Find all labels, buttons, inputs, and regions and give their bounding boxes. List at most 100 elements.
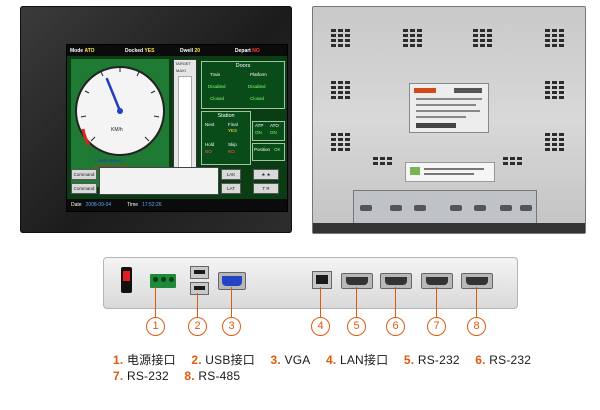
position-label: Position: [254, 147, 271, 152]
product-sticker: [405, 162, 495, 182]
atp-value: ON: [255, 130, 262, 135]
station-hold-label: Hold: [205, 142, 215, 147]
lak-button[interactable]: LAK: [221, 169, 241, 180]
station-skip-label: Skip: [228, 142, 237, 147]
doors-train-label: Train: [210, 72, 221, 77]
leader-line-2: [197, 293, 198, 317]
atp-label: ATP: [255, 123, 264, 128]
io-connector-strip: [103, 257, 518, 309]
legend-item: 3. VGA: [270, 353, 311, 367]
date-value: 2008-09-04: [85, 202, 112, 208]
rs232-port-icon: [380, 273, 412, 289]
time-label: Time: [127, 202, 139, 208]
message-box: [99, 167, 219, 195]
vent-icon: [503, 157, 522, 165]
leader-line-3: [231, 287, 232, 317]
atp-ato-panel: ATP ON ATO ON: [252, 121, 285, 141]
legend-item: 7. RS-232: [113, 369, 169, 383]
station-panel: Station Next Final YES Hold NO Skip NO: [201, 111, 251, 165]
vent-icon: [331, 81, 350, 99]
rs232-port-icon: [341, 273, 373, 289]
leader-line-7: [436, 287, 437, 317]
usb-port-icon: [190, 266, 209, 279]
vent-icon: [331, 133, 350, 151]
command-button-1[interactable]: Command: [71, 169, 97, 180]
speedometer-dial-icon: [75, 66, 165, 156]
station-final-label: Final: [228, 122, 238, 127]
vent-icon: [331, 29, 350, 47]
usb-port-icon: [190, 282, 209, 295]
callout-1: 1: [146, 317, 165, 336]
vent-icon: [545, 29, 564, 47]
header-mode: Mode ATO: [70, 47, 95, 54]
callout-7: 7: [427, 317, 446, 336]
target-label: TARGET: [175, 61, 191, 66]
gauge-legend-permitted: Permitted Speed: [95, 164, 129, 169]
lan-port-icon: [312, 271, 332, 289]
station-next-label: Next: [205, 122, 215, 127]
rear-io-strip: [353, 190, 537, 226]
header-depart: Depart NO: [235, 47, 260, 54]
speed-unit: KM/h: [111, 127, 123, 133]
leader-line-5: [356, 287, 357, 317]
target-bar-track: [178, 76, 192, 174]
legend-row-1: 1. 电源接口 2. USB接口 3. VGA 4. LAN接口 5. RS-2…: [113, 351, 543, 368]
doors-platform-closed: Closed: [250, 96, 265, 101]
position-value: OK: [274, 147, 281, 152]
doors-platform-state: Disabled: [248, 84, 266, 89]
vga-port-icon: [218, 272, 246, 290]
legend-item: 6. RS-232: [475, 353, 532, 367]
doors-train-closed: Closed: [210, 96, 225, 101]
brand-logo: [414, 88, 436, 93]
legend-item: 2. USB接口: [191, 353, 255, 367]
panel-screen: Mode ATO Docked YES Dwell 20 Depart NO: [66, 44, 288, 212]
station-skip-value: NO: [228, 149, 235, 154]
target-value: MAXI: [176, 68, 186, 73]
station-final-value: YES: [228, 128, 238, 133]
callout-6: 6: [386, 317, 405, 336]
tr-button[interactable]: T R: [253, 183, 279, 194]
gauge-legend-latest: Latest Speed: [95, 158, 122, 163]
callout-5: 5: [347, 317, 366, 336]
command-button-2[interactable]: Command: [71, 183, 97, 194]
power-switch-icon: [121, 267, 132, 293]
doors-title: Doors: [235, 63, 251, 69]
status-bar: Date 2008-09-04 Time 17:52:26: [67, 199, 287, 211]
vent-icon: [473, 29, 492, 47]
legend-item: 4. LAN接口: [326, 353, 389, 367]
leader-line-4: [320, 287, 321, 317]
header-dwell: Dwell 20: [180, 47, 201, 54]
leader-line-1: [155, 287, 156, 317]
callout-8: 8: [467, 317, 486, 336]
ato-value: ON: [270, 130, 277, 135]
vent-icon: [545, 133, 564, 151]
station-title: Station: [217, 113, 235, 119]
doors-panel: Doors Train Platform Disabled Disabled C…: [201, 61, 285, 109]
star-button[interactable]: ★ ★: [253, 169, 279, 180]
time-value: 17:52:26: [142, 202, 162, 208]
station-hold-value: NO: [205, 149, 212, 154]
vent-icon: [373, 157, 392, 165]
position-panel: Position OK: [252, 143, 285, 161]
doors-train-state: Disabled: [208, 84, 226, 89]
lat-button[interactable]: LAT: [221, 183, 241, 194]
ato-label: ATO: [270, 123, 279, 128]
callout-4: 4: [311, 317, 330, 336]
doors-platform-label: Platform: [250, 72, 267, 77]
speed-gauge: KM/h Latest Speed Permitted Speed: [71, 59, 169, 187]
legend-row-2: 7. RS-232 8. RS-485: [113, 369, 252, 383]
screen-header: Mode ATO Docked YES Dwell 20 Depart NO: [67, 45, 287, 56]
callout-2: 2: [188, 317, 207, 336]
date-label: Date: [71, 202, 82, 208]
leader-line-6: [395, 287, 396, 317]
callout-3: 3: [222, 317, 241, 336]
power-connector-icon: [150, 274, 176, 288]
rear-panel-photo: [312, 6, 586, 234]
rs232-port-icon: [421, 273, 453, 289]
spec-label-plate: [409, 83, 489, 133]
rs485-port-icon: [461, 273, 493, 289]
leader-line-8: [476, 287, 477, 317]
legend-item: 8. RS-485: [184, 369, 241, 383]
legend-item: 1. 电源接口: [113, 353, 176, 367]
legend-item: 5. RS-232: [403, 353, 460, 367]
